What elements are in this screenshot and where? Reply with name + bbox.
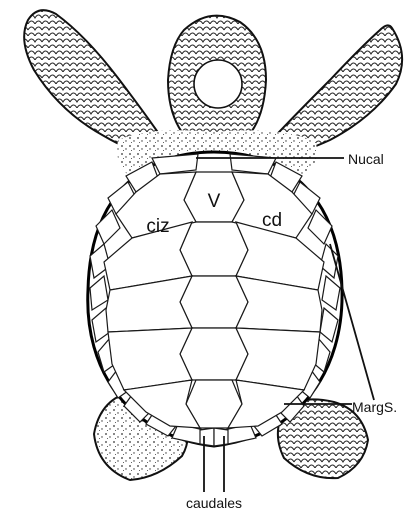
caudales-label: caudales (186, 495, 242, 511)
costal-right-label: cd (262, 210, 282, 231)
vertebral-label: V (208, 191, 221, 212)
nucal-label: Nucal (348, 151, 384, 167)
costal-left-label: ciz (146, 216, 169, 237)
margs-label: MargS. (352, 399, 397, 415)
head-central-scute (194, 60, 242, 108)
